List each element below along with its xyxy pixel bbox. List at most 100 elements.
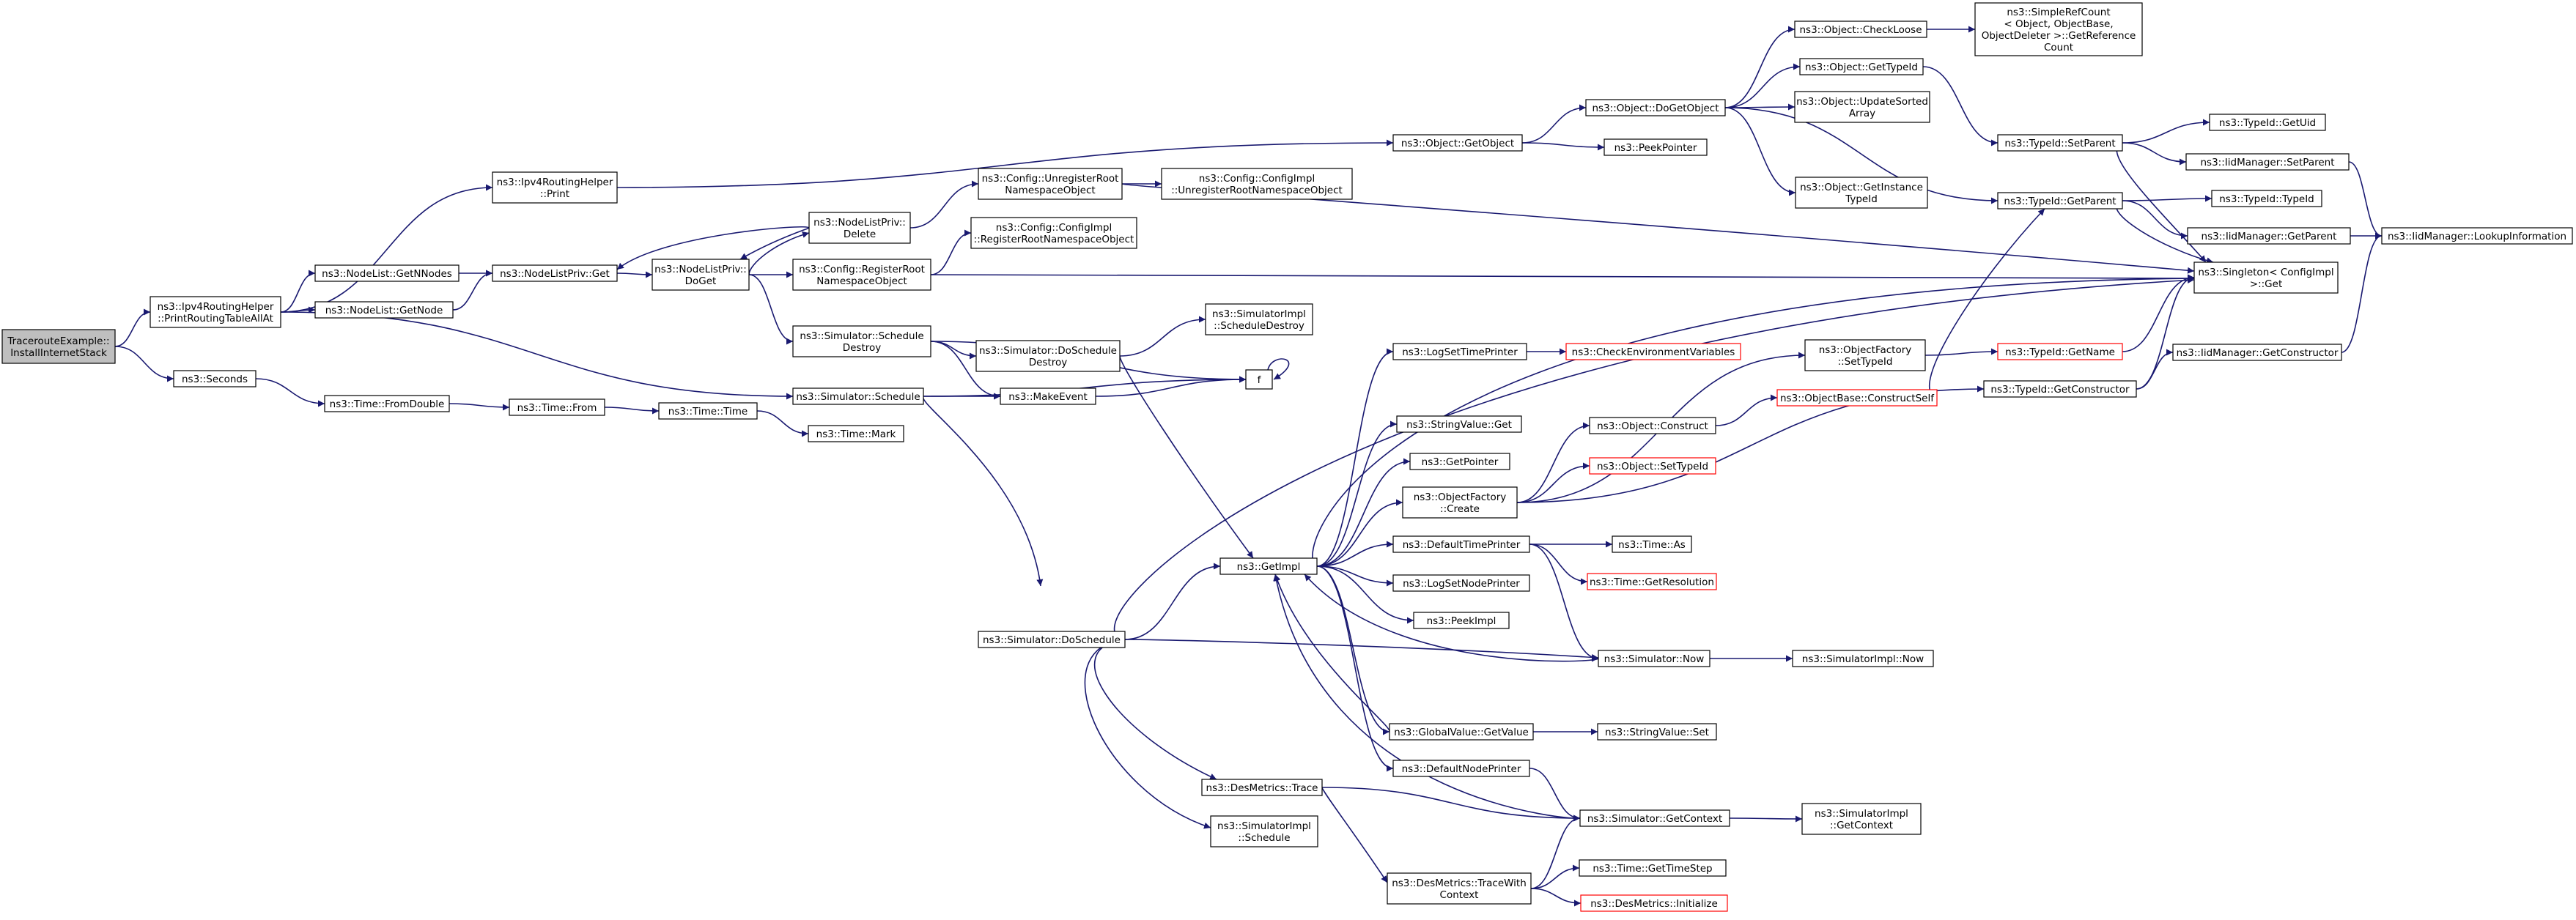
graph-node-iid-get-parent[interactable]: ns3::IidManager::GetParent xyxy=(2187,227,2351,245)
node-box[interactable] xyxy=(1387,872,1532,905)
node-box[interactable] xyxy=(975,340,1121,372)
graph-node-impl-reg[interactable]: ns3::Config::ConfigImpl::RegisterRootNam… xyxy=(970,217,1137,249)
graph-node-time-as[interactable]: ns3::Time::As xyxy=(1612,535,1692,553)
graph-node-time-time[interactable]: ns3::Time::Time xyxy=(658,402,758,420)
node-box[interactable] xyxy=(1997,134,2123,152)
node-box[interactable] xyxy=(1210,815,1318,847)
node-box[interactable] xyxy=(1205,303,1313,335)
node-box[interactable] xyxy=(1402,486,1518,519)
node-box[interactable] xyxy=(1413,612,1510,629)
graph-node-sched-destroy[interactable]: ns3::Simulator::ScheduleDestroy xyxy=(792,325,931,357)
graph-node-of-create[interactable]: ns3::ObjectFactory::Create xyxy=(1402,486,1518,519)
node-box[interactable] xyxy=(1792,650,1934,667)
graph-node-obj-set-type-id[interactable]: ns3::Object::SetTypeId xyxy=(1589,457,1716,475)
graph-node-getnnodes[interactable]: ns3::NodeList::GetNNodes xyxy=(314,264,460,282)
node-box[interactable] xyxy=(1603,138,1708,156)
graph-node-iid-lookup[interactable]: ns3::IidManager::LookupInformation xyxy=(2381,227,2573,245)
graph-node-time-from[interactable]: ns3::Time::From xyxy=(509,398,605,416)
node-box[interactable] xyxy=(1396,415,1522,433)
graph-node-time-mark[interactable]: ns3::Time::Mark xyxy=(808,425,904,442)
graph-node-get-object[interactable]: ns3::Object::GetObject xyxy=(1392,134,1523,152)
graph-node-sim-impl-now[interactable]: ns3::SimulatorImpl::Now xyxy=(1792,650,1934,667)
graph-node-get-impl[interactable]: ns3::GetImpl xyxy=(1219,557,1318,575)
graph-node-default-time-printer[interactable]: ns3::DefaultTimePrinter xyxy=(1392,535,1530,553)
graph-node-sim-now[interactable]: ns3::Simulator::Now xyxy=(1598,650,1710,667)
node-box[interactable] xyxy=(2172,344,2342,361)
graph-node-regns[interactable]: ns3::Config::RegisterRootNamespaceObject xyxy=(792,259,931,291)
node-box[interactable] xyxy=(1585,99,1726,116)
node-box[interactable] xyxy=(970,217,1137,249)
node-box[interactable] xyxy=(1389,723,1534,741)
graph-node-obj-get-type-id[interactable]: ns3::Object::GetTypeId xyxy=(1799,58,1924,75)
graph-node-simple-ref[interactable]: ns3::SimpleRefCount< Object, ObjectBase,… xyxy=(1974,2,2143,56)
node-box[interactable] xyxy=(2185,153,2350,171)
node-box[interactable] xyxy=(1392,343,1527,360)
node-box[interactable] xyxy=(1776,389,1938,407)
graph-node-log-set-time-printer[interactable]: ns3::LogSetTimePrinter xyxy=(1392,343,1527,360)
graph-node-tid-set-parent[interactable]: ns3::TypeId::SetParent xyxy=(1997,134,2123,152)
graph-node-pprt[interactable]: ns3::Ipv4RoutingHelper::PrintRoutingTabl… xyxy=(150,296,281,328)
graph-node-unregns[interactable]: ns3::Config::UnregisterRootNamespaceObje… xyxy=(978,168,1123,200)
graph-node-des-init[interactable]: ns3::DesMetrics::Initialize xyxy=(1580,894,1728,912)
graph-node-from-double[interactable]: ns3::Time::FromDouble xyxy=(324,395,450,412)
node-box[interactable] xyxy=(1579,859,1727,877)
graph-node-check-loose[interactable]: ns3::Object::CheckLoose xyxy=(1794,21,1927,38)
node-box[interactable] xyxy=(1201,779,1323,796)
node-box[interactable] xyxy=(1579,809,1730,827)
node-box[interactable] xyxy=(324,395,450,412)
node-box[interactable] xyxy=(1565,343,1741,360)
node-box[interactable] xyxy=(1598,650,1710,667)
node-box[interactable] xyxy=(1794,91,1930,123)
node-box[interactable] xyxy=(1799,58,1924,75)
node-box[interactable] xyxy=(1392,760,1530,777)
graph-node-string-value-set[interactable]: ns3::StringValue::Set xyxy=(1597,723,1717,741)
node-box[interactable] xyxy=(2187,227,2351,245)
node-box[interactable] xyxy=(1597,723,1717,741)
node-box[interactable] xyxy=(492,171,618,204)
graph-node-time-get-resolution[interactable]: ns3::Time::GetResolution xyxy=(1587,573,1717,590)
graph-node-seconds[interactable]: ns3::Seconds xyxy=(173,370,257,387)
node-box[interactable] xyxy=(1392,535,1530,553)
node-box[interactable] xyxy=(652,259,750,291)
graph-node-sim-impl-sched-destroy[interactable]: ns3::SimulatorImpl::ScheduleDestroy xyxy=(1205,303,1313,335)
graph-node-tid-get-name[interactable]: ns3::TypeId::GetName xyxy=(1997,343,2123,360)
node-box[interactable] xyxy=(1801,803,1922,835)
graph-node-do-get-object[interactable]: ns3::Object::DoGetObject xyxy=(1585,99,1726,116)
graph-node-check-env[interactable]: ns3::CheckEnvironmentVariables xyxy=(1565,343,1741,360)
node-box[interactable] xyxy=(978,168,1123,200)
graph-node-tid-get-constructor[interactable]: ns3::TypeId::GetConstructor xyxy=(1983,380,2137,398)
node-box[interactable] xyxy=(1580,894,1728,912)
graph-node-nlpdelete[interactable]: ns3::NodeListPriv::Delete xyxy=(808,212,911,244)
node-box[interactable] xyxy=(1219,557,1318,575)
node-box[interactable] xyxy=(2211,190,2322,207)
node-box[interactable] xyxy=(1983,380,2137,398)
graph-node-default-node-printer[interactable]: ns3::DefaultNodePrinter xyxy=(1392,760,1530,777)
node-box[interactable] xyxy=(792,387,924,405)
node-box[interactable] xyxy=(2209,114,2326,131)
graph-node-getnode[interactable]: ns3::NodeList::GetNode xyxy=(314,301,454,319)
node-box[interactable] xyxy=(1392,574,1530,592)
graph-node-peek-impl[interactable]: ns3::PeekImpl xyxy=(1413,612,1510,629)
graph-node-nlpget[interactable]: ns3::NodeListPriv::Get xyxy=(492,264,618,282)
graph-node-des-trace[interactable]: ns3::DesMetrics::Trace xyxy=(1201,779,1323,796)
graph-node-iid-set-parent[interactable]: ns3::IidManager::SetParent xyxy=(2185,153,2350,171)
graph-node-impl-unreg[interactable]: ns3::Config::ConfigImpl::UnregisterRootN… xyxy=(1161,168,1353,200)
graph-node-tid-get-uid[interactable]: ns3::TypeId::GetUid xyxy=(2209,114,2326,131)
node-box[interactable] xyxy=(1000,387,1096,405)
graph-node-obj-construct[interactable]: ns3::Object::Construct xyxy=(1589,417,1716,434)
node-box[interactable] xyxy=(1589,457,1716,475)
node-box[interactable] xyxy=(2381,227,2573,245)
graph-node-f[interactable]: f xyxy=(1245,369,1273,390)
graph-node-nlpdoget[interactable]: ns3::NodeListPriv::DoGet xyxy=(652,259,750,291)
node-box[interactable] xyxy=(808,425,904,442)
node-box[interactable] xyxy=(792,259,931,291)
graph-node-sim-get-context[interactable]: ns3::Simulator::GetContext xyxy=(1579,809,1730,827)
node-box[interactable] xyxy=(658,402,758,420)
node-box[interactable] xyxy=(509,398,605,416)
node-box[interactable] xyxy=(1794,21,1927,38)
graph-node-tid-get-parent[interactable]: ns3::TypeId::GetParent xyxy=(1997,192,2123,209)
